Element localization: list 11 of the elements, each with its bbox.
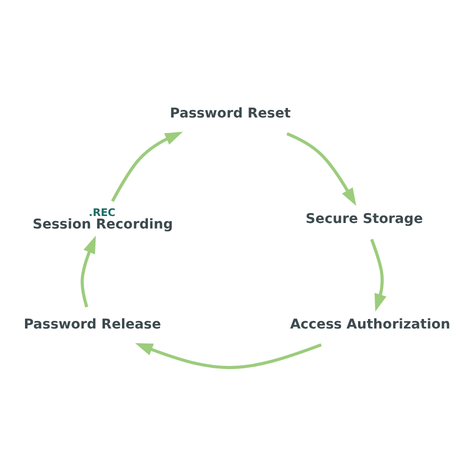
arrow — [286, 132, 356, 206]
node-label: .REC — [88, 206, 116, 219]
arrow — [80, 236, 96, 308]
node-text: Session Recording — [32, 216, 173, 233]
node-text: Access Authorization — [290, 316, 450, 333]
node-text: Password Reset — [170, 105, 291, 122]
node-text: Password Release — [24, 316, 162, 333]
node-text: Secure Storage — [306, 210, 423, 227]
arrow — [135, 343, 322, 370]
arrow — [370, 238, 386, 312]
arrow — [111, 132, 183, 202]
